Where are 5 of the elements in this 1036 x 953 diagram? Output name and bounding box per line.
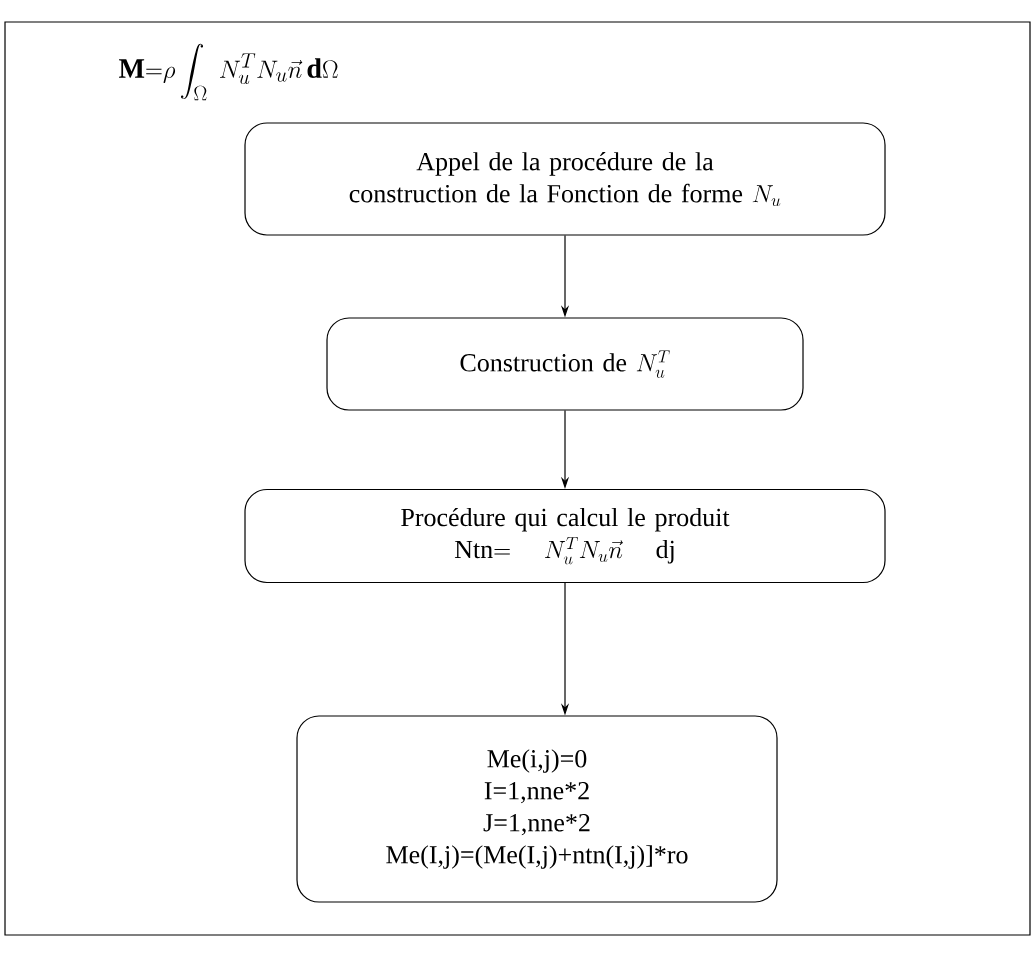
process-box: Appel de la procédure de la construction de la Fonction de forme $N_u$: [244, 122, 886, 236]
formula-title: $\mathbf{M}{=}\rho\int_{\Omega}\; N_u^T N_u \vec{n}\,\mathbf{d}\Omega$: [119, 43, 338, 101]
process-box: Procédure qui calcul le produit $\mathrm{Ntn}{=}\; N_u^T N_u \vec{n}\; \mathrm{dj}$: [244, 488, 886, 584]
process-box: Me(i,j)=0 I=1,nne*2 J=1,nne*2 Me(I,j)=(Me(I,j)+ntn(I,j)]*ro: [296, 715, 778, 903]
process-box: Construction de $N_u^T$: [326, 317, 804, 411]
